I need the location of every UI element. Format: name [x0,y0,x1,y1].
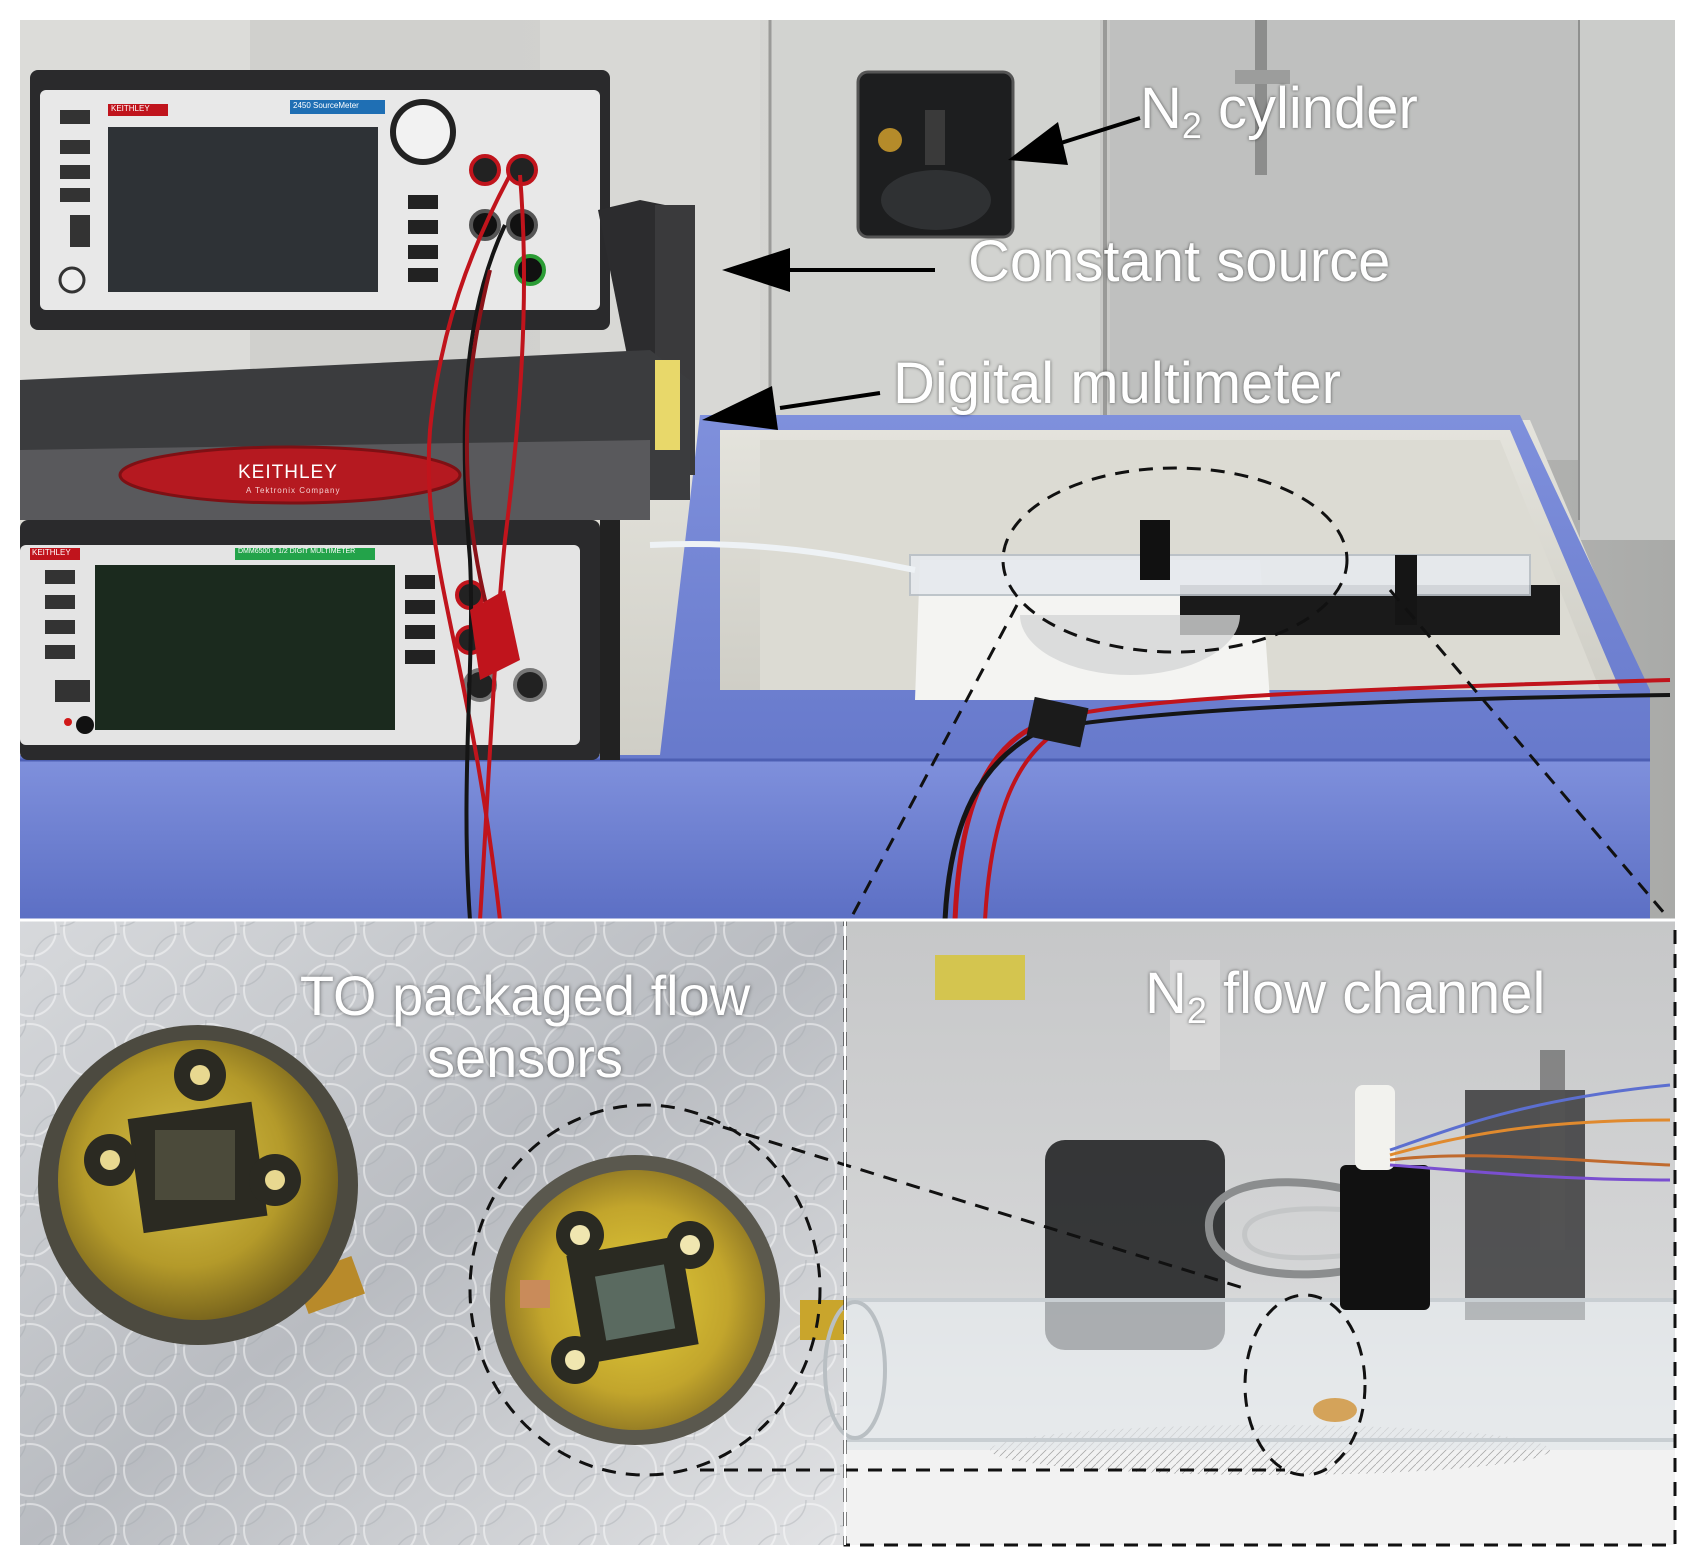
dmm-brand-label: KEITHLEY [32,548,71,557]
source-model-label: 2450 SourceMeter [293,101,359,110]
dashed-zoom-circle [1001,466,1349,654]
arrow-icon [722,248,935,292]
sensors-label-line2: sensors [426,1026,624,1089]
dashed-zoom-circle [1243,1293,1367,1477]
dmm-model-label: DMM6500 6 1/2 DIGIT MULTIMETER [238,548,356,555]
arrow-icon [1008,116,1141,165]
flow-channel-zoom-panel [823,918,1677,1547]
arrow-icon [702,386,881,430]
sensor-photo-panel [20,920,850,1545]
digital-multimeter-label: Digital multimeter [893,351,1341,416]
top-photo-panel [20,20,1675,921]
n2-cylinder-label: N2 cylinder [1140,76,1418,147]
front-brand-subtitle: A Tektronix Company [246,486,341,495]
sensors-label: TO packaged flow sensors [230,965,820,1089]
constant-source-label: Constant source [968,229,1391,294]
dashed-zoom-circle [468,1103,822,1477]
sensors-label-line1: TO packaged flow [299,964,751,1027]
front-brand-label: KEITHLEY [238,462,338,483]
n2-flow-channel-label: N2 flow channel [1145,961,1546,1032]
source-brand-label: KEITHLEY [111,104,150,113]
